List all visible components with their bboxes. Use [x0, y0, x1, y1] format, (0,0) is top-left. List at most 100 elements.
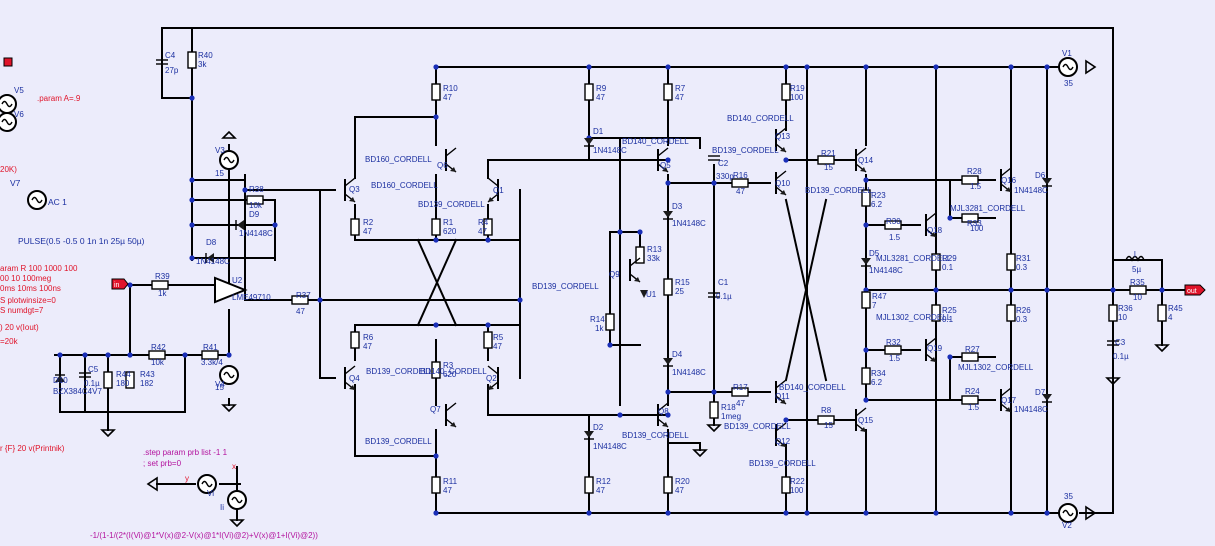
- r26-name: R26: [1016, 306, 1031, 315]
- gnd-probe-ground: [229, 513, 245, 528]
- port-out[interactable]: out: [1184, 284, 1206, 296]
- r6-name: R6: [363, 333, 374, 342]
- d8-diode: [205, 253, 214, 263]
- r40-value: 3k: [198, 60, 207, 69]
- r41-resistor: [201, 350, 219, 360]
- r39-name: R39: [155, 272, 170, 281]
- r26-resistor: [1006, 304, 1016, 322]
- v3-source: [219, 150, 239, 170]
- r12-name: R12: [596, 477, 611, 486]
- step-param: .step param prb list -1 1: [143, 448, 228, 457]
- v2-source: [1058, 503, 1078, 523]
- vi-name: Vi: [207, 489, 214, 498]
- node-dot: [433, 64, 439, 70]
- node-dot: [485, 322, 491, 328]
- r1-name: R1: [443, 218, 454, 227]
- q4-model: BD139_CORDELL: [366, 367, 433, 376]
- node-dot: [433, 114, 439, 120]
- c4-capacitor: [156, 59, 168, 65]
- node-dot: [189, 95, 195, 101]
- node-dot: [242, 187, 248, 193]
- d8-value: 1N4148C: [196, 257, 230, 266]
- q7-model: BD139_CORDELL: [365, 437, 432, 446]
- c2-capacitor: [708, 155, 720, 161]
- r40-name: R40: [198, 51, 213, 60]
- v7-name: V7: [10, 178, 21, 188]
- r2-value: 47: [363, 227, 372, 236]
- q11-model: BD140_CORDELL: [779, 383, 846, 392]
- ii-name: Ii: [220, 503, 224, 512]
- r8-resistor: [817, 415, 835, 425]
- r33-name: R33: [967, 219, 982, 228]
- q3-model: BD160_CORDELL: [371, 181, 438, 190]
- d3-name: D3: [672, 202, 683, 211]
- r27-name: R27: [965, 345, 980, 354]
- q16-model: MJL3281_CORDELL: [950, 204, 1026, 213]
- r44-value: 180: [116, 379, 130, 388]
- node-dot: [1044, 64, 1050, 70]
- r42-value: 10k: [151, 358, 165, 367]
- r10-name: R10: [443, 84, 458, 93]
- r4-resistor: [483, 218, 493, 236]
- r11-resistor: [431, 476, 441, 494]
- r28-value: 1.5: [970, 182, 982, 191]
- node-dot: [485, 237, 491, 243]
- q17-model: MJL1302_CORDELL: [958, 363, 1034, 372]
- port-in[interactable]: in: [111, 278, 129, 290]
- d9-name: D9: [249, 210, 260, 219]
- d9-diode: [235, 220, 244, 230]
- printnik: r {F} 20 v(Printnik): [0, 444, 65, 453]
- q15-transistor: [855, 407, 867, 433]
- node-dot: [617, 229, 623, 235]
- v3-supply-arrow: [221, 130, 237, 139]
- c1-capacitor: [708, 292, 720, 298]
- r3-name: R3: [443, 361, 454, 370]
- q15-name: Q15: [858, 416, 874, 425]
- node-dot: [433, 510, 439, 516]
- q10-transistor: [775, 170, 787, 196]
- r31-resistor: [1006, 253, 1016, 271]
- q6-name: Q6: [437, 161, 448, 170]
- d7-name: D7: [1035, 388, 1046, 397]
- wires: [54, 27, 1186, 521]
- r16-resistor: [731, 178, 749, 188]
- numdgt: S numdgt=7: [0, 306, 44, 315]
- q13-name: Q13: [775, 132, 791, 141]
- c3-capacitor: [1107, 340, 1119, 346]
- q9-model: BD139_CORDELL: [532, 282, 599, 291]
- r28-name: R28: [967, 167, 982, 176]
- node-dot: [617, 412, 623, 418]
- u1-name: U1: [646, 290, 657, 299]
- c2-name: C2: [718, 159, 729, 168]
- r39-resistor: [151, 280, 169, 290]
- v1-source: [1058, 57, 1078, 77]
- node-dot: [1008, 510, 1014, 516]
- r33-resistor: [961, 213, 979, 223]
- r14-resistor: [605, 313, 615, 331]
- directive-line3: 0ms 10ms 100ns: [0, 284, 61, 293]
- r41-name: R41: [203, 343, 218, 352]
- r21-value: 15: [824, 163, 833, 172]
- r18-value: 1meg: [721, 412, 741, 421]
- r20-value: 47: [675, 486, 684, 495]
- node-dot: [665, 180, 671, 186]
- c4-value: 27p: [165, 66, 179, 75]
- r32-name: R32: [886, 338, 901, 347]
- d9-value: 1N4148C: [239, 229, 273, 238]
- node-dot: [783, 510, 789, 516]
- d10-value: BZX384C4V7: [53, 387, 102, 396]
- d1-name: D1: [593, 127, 604, 136]
- node-dot: [127, 282, 133, 288]
- node-dot: [863, 287, 869, 293]
- r23-name: R23: [871, 191, 886, 200]
- r22-value: 100: [790, 486, 804, 495]
- r22-name: R22: [790, 477, 805, 486]
- r3-value: 620: [443, 370, 457, 379]
- q19-transistor: [925, 337, 937, 363]
- r30-value: 1.5: [889, 233, 901, 242]
- node-dot: [586, 64, 592, 70]
- node-dot: [863, 510, 869, 516]
- node-dot: [665, 389, 671, 395]
- node-dot: [665, 412, 671, 418]
